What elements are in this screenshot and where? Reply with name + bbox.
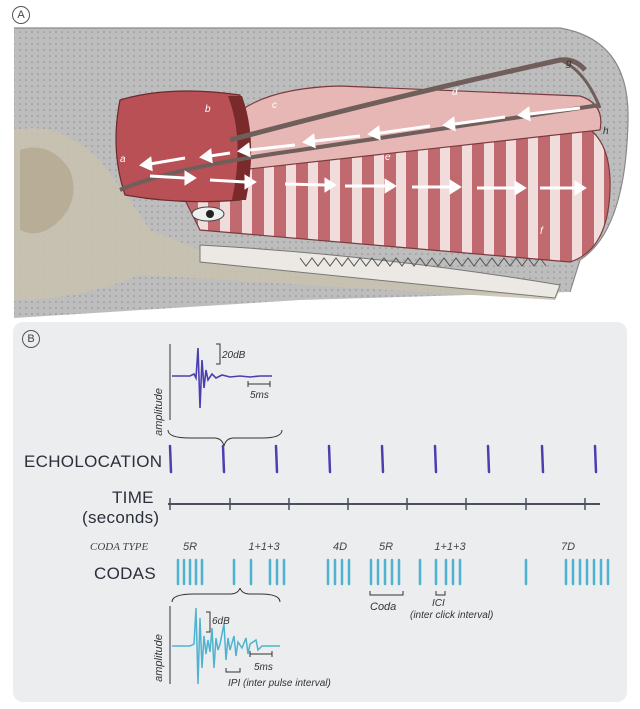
inset-top-db-label: 20dB — [221, 350, 246, 361]
ipi-label: IPI (inter pulse interval) — [228, 678, 331, 689]
echolocation-click — [327, 444, 332, 474]
echolocation-click — [540, 444, 545, 474]
right-nasal-passage — [119, 103, 601, 192]
skull — [14, 128, 560, 300]
coda-clicks — [176, 558, 610, 586]
echolocation-label: ECHOLOCATION — [24, 452, 163, 471]
ici-sub-label: (inter click interval) — [410, 610, 493, 620]
echolocation-click — [274, 444, 279, 474]
whale-head-illustration: a b c d e f g h — [14, 27, 629, 318]
echolocation-waveform — [172, 347, 272, 409]
coda-click-inset: amplitude 6dB 5ms IPI (inter pulse inter… — [153, 588, 331, 689]
inset-top-y-label: amplitude — [153, 388, 165, 436]
coda-type-0: 5R — [183, 541, 197, 553]
inset-top-time-label: 5ms — [250, 390, 269, 401]
echolocation-clicks — [168, 444, 598, 474]
panel-b-background — [13, 322, 627, 702]
echolocation-click — [593, 444, 598, 474]
click-timeline-plot: 5R 1+1+3 4D 5R 1+1+3 7D Coda ICI (inter click… — [168, 444, 610, 620]
inset-bottom-db-label: 6dB — [212, 616, 230, 627]
frontal-muscle — [115, 90, 241, 203]
label-e: e — [385, 152, 391, 163]
label-f: f — [540, 226, 544, 237]
echolocation-click — [380, 444, 385, 474]
label-c: c — [272, 100, 277, 111]
panel-b-letter: B — [22, 330, 40, 348]
coda-type-labels: 5R 1+1+3 4D 5R 1+1+3 7D — [183, 541, 575, 553]
echolocation-click — [486, 444, 491, 474]
coda-type-1: 1+1+3 — [248, 541, 280, 553]
inset-bottom-time-label: 5ms — [254, 662, 273, 673]
codas-label: CODAS — [94, 564, 156, 583]
inset-bottom-brace — [171, 588, 281, 603]
coda-type-4: 1+1+3 — [434, 541, 466, 553]
sound-path-arrows-backward — [139, 106, 581, 172]
coda-type-label: CODA TYPE — [90, 541, 149, 553]
label-h: h — [603, 126, 609, 137]
ici-bracket — [435, 591, 446, 596]
echolocation-click-inset: amplitude 20dB 5ms — [153, 343, 283, 447]
time-label: TIME — [112, 488, 154, 507]
label-b: b — [205, 104, 211, 115]
label-g: g — [566, 58, 572, 69]
inset-bottom-y-label: amplitude — [153, 634, 165, 682]
coda-type-5: 7D — [561, 541, 575, 553]
ipi-bracket — [225, 668, 241, 673]
label-a: a — [120, 154, 126, 165]
panel-a-letter: A — [12, 6, 30, 24]
label-d: d — [452, 87, 458, 98]
coda-bracket — [369, 591, 404, 596]
echolocation-click — [221, 444, 226, 474]
lower-jaw — [199, 244, 561, 299]
time-units-label: (seconds) — [82, 508, 160, 527]
ici-label: ICI — [432, 598, 445, 609]
echolocation-click — [168, 444, 173, 474]
coda-type-2: 4D — [333, 541, 347, 553]
coda-bracket-label: Coda — [370, 601, 396, 613]
echolocation-click — [433, 444, 438, 474]
left-nasal-passage — [229, 57, 587, 143]
coda-type-3: 5R — [379, 541, 393, 553]
sound-path-arrows-forward — [149, 170, 587, 196]
coda-waveform — [172, 607, 280, 685]
time-axis-ticks — [169, 498, 586, 510]
